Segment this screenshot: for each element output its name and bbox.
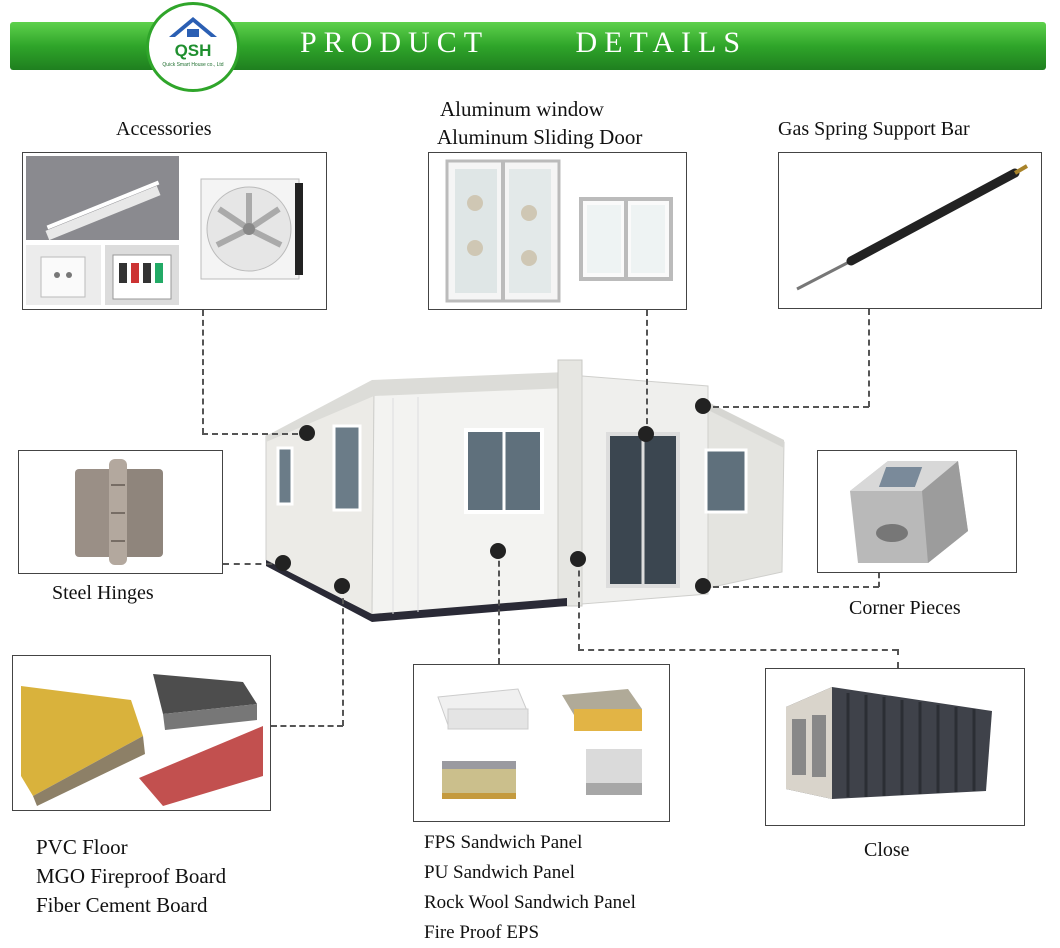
floor-item: Fiber Cement Board — [36, 893, 208, 917]
floor-item: MGO Fireproof Board — [36, 864, 227, 888]
floor-list: PVC Floor MGO Fireproof Board Fiber Ceme… — [36, 833, 226, 920]
panel-item: PU Sandwich Panel — [424, 862, 575, 883]
leader-line — [897, 649, 899, 668]
floor-item: PVC Floor — [36, 835, 128, 859]
panel-list: FPS Sandwich Panel PU Sandwich Panel Roc… — [424, 828, 636, 948]
panel-item: Fire Proof EPS — [424, 922, 540, 943]
leader-line — [703, 406, 869, 408]
logo-text: QSH — [174, 41, 212, 60]
panel-item: FPS Sandwich Panel — [424, 832, 583, 853]
gas-spring-label: Gas Spring Support Bar — [778, 118, 970, 140]
close-label: Close — [864, 839, 910, 861]
company-logo: QSH Quick Smart House co., Ltd — [146, 2, 240, 92]
expandable-house-image — [262, 352, 788, 624]
leader-line — [202, 433, 308, 435]
leader-line — [271, 725, 343, 727]
closed-container-image — [765, 668, 1025, 826]
callout-dot-accessories — [299, 425, 315, 441]
leader-line — [578, 560, 580, 650]
callout-dot-close — [570, 551, 586, 567]
leader-line — [342, 588, 344, 726]
gas-spring-image — [778, 152, 1042, 309]
leader-line — [578, 649, 898, 651]
leader-line — [868, 309, 870, 407]
leader-line — [703, 586, 879, 588]
corner-pieces-image — [817, 450, 1017, 573]
leader-line — [646, 310, 648, 434]
sandwich-panels-image — [413, 664, 670, 822]
corner-pieces-label: Corner Pieces — [849, 597, 961, 619]
logo-subtext: Quick Smart House co., Ltd — [162, 62, 224, 68]
leader-line — [202, 310, 204, 434]
roof-icon — [169, 17, 217, 37]
callout-dot-corner — [695, 578, 711, 594]
callout-dot-panel — [490, 543, 506, 559]
steel-hinges-image — [18, 450, 223, 574]
window-label-line1: Aluminum window — [440, 97, 604, 121]
panel-item: Rock Wool Sandwich Panel — [424, 892, 636, 913]
window-label-line2: Aluminum Sliding Door — [437, 125, 643, 149]
steel-hinges-label: Steel Hinges — [52, 582, 154, 604]
callout-dot-window — [638, 426, 654, 442]
accessories-image — [22, 152, 327, 310]
callout-dot-gas-spring — [695, 398, 711, 414]
window-door-image — [428, 152, 687, 310]
leader-line — [498, 551, 500, 664]
accessories-label: Accessories — [116, 118, 212, 140]
callout-dot-hinges — [275, 555, 291, 571]
leader-line — [223, 563, 283, 565]
leader-line — [878, 573, 880, 587]
floor-boards-image — [12, 655, 271, 811]
page-title: PRODUCT DETAILS — [300, 26, 748, 59]
callout-dot-floor — [334, 578, 350, 594]
